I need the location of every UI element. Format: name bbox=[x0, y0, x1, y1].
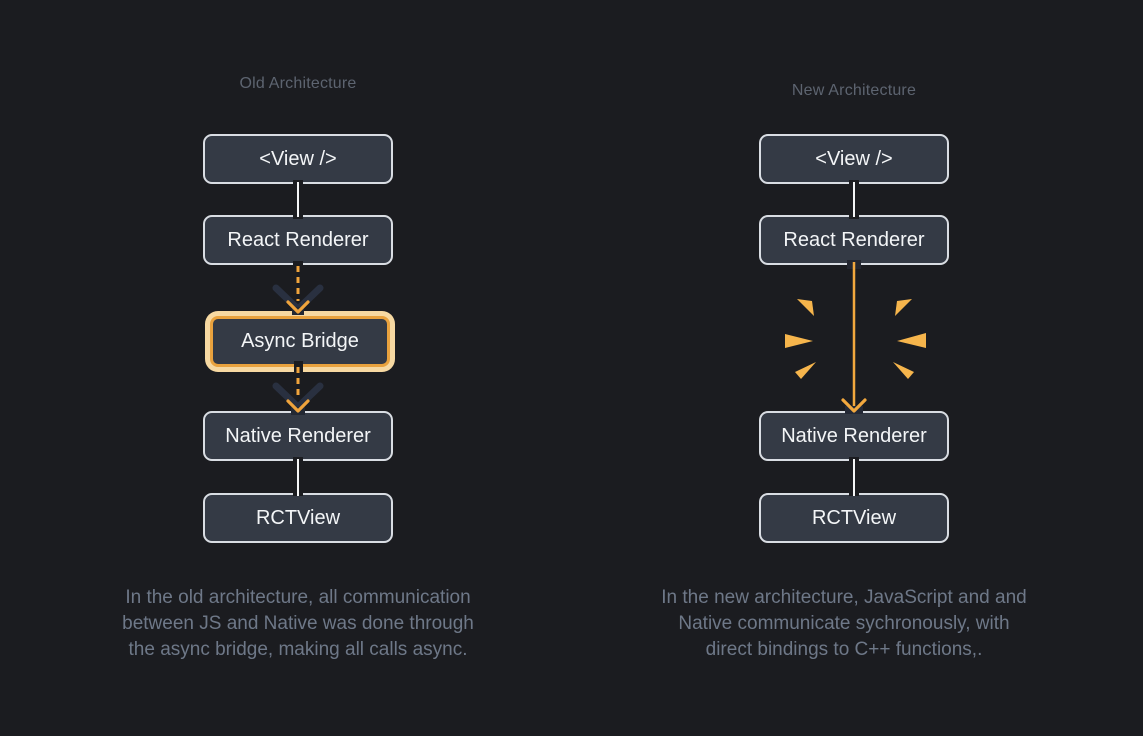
old-node-async-bridge: Async Bridge bbox=[210, 316, 390, 367]
spark-icon bbox=[797, 299, 814, 316]
new-architecture-caption: In the new architecture, JavaScript and … bbox=[634, 585, 1054, 663]
caption-line: direct bindings to C++ functions,. bbox=[705, 639, 983, 660]
old-node-rctview: RCTView bbox=[203, 493, 393, 543]
old-node-react-renderer: React Renderer bbox=[203, 215, 393, 265]
caption-line: the async bridge, making all calls async… bbox=[128, 639, 468, 660]
spark-icon bbox=[897, 333, 926, 348]
new-node-rctview: RCTView bbox=[759, 493, 949, 543]
old-architecture-title: Old Architecture bbox=[239, 75, 357, 92]
caption-line: Native communicate sychronously, with bbox=[678, 613, 1010, 634]
old-node-view: <View /> bbox=[203, 134, 393, 184]
caption-line: between JS and Native was done through bbox=[122, 613, 474, 634]
new-node-view: <View /> bbox=[759, 134, 949, 184]
caption-line: In the old architecture, all communicati… bbox=[125, 587, 471, 608]
new-node-native-renderer: Native Renderer bbox=[759, 411, 949, 461]
spark-icon bbox=[895, 299, 912, 316]
dark-chevron-icon bbox=[272, 382, 324, 411]
old-architecture-caption: In the old architecture, all communicati… bbox=[88, 585, 508, 663]
spark-icon bbox=[785, 334, 813, 348]
old-node-async-bridge-highlight: Async Bridge bbox=[205, 311, 395, 372]
burst-sparks-left bbox=[785, 299, 816, 379]
old-node-native-renderer: Native Renderer bbox=[203, 411, 393, 461]
spark-icon bbox=[795, 362, 816, 379]
arrowhead-icon bbox=[841, 398, 867, 413]
caption-line: In the new architecture, JavaScript and … bbox=[661, 587, 1027, 608]
dark-chevron-icon bbox=[272, 284, 324, 313]
burst-sparks-right bbox=[893, 299, 926, 379]
spark-icon bbox=[893, 362, 914, 379]
new-architecture-title: New Architecture bbox=[791, 82, 917, 99]
new-node-react-renderer: React Renderer bbox=[759, 215, 949, 265]
arrowhead-icon bbox=[286, 399, 310, 413]
sync-arrow bbox=[841, 260, 867, 414]
dashed-async-arrow-top bbox=[272, 261, 324, 315]
